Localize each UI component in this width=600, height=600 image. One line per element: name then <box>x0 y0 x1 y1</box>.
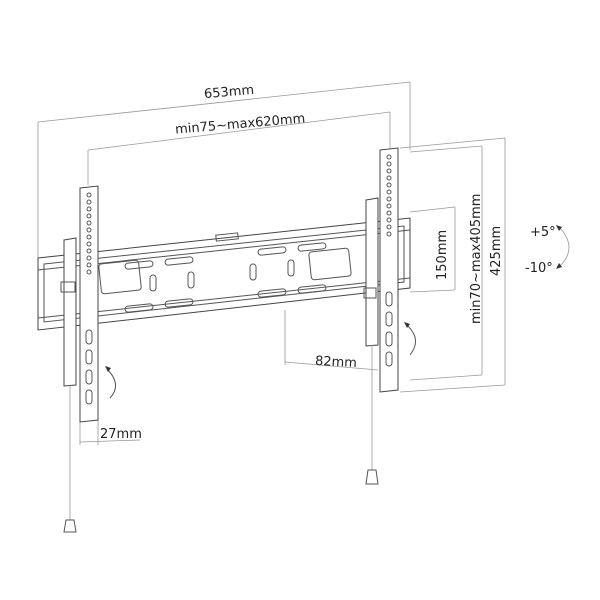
tilt-arrow-icon <box>556 225 570 269</box>
dimension-vertical <box>399 137 506 393</box>
right-bracket <box>363 147 416 485</box>
label-wall-distance: 82mm <box>314 353 358 372</box>
label-tilt-down: -10° <box>525 261 553 276</box>
wall-plate <box>37 217 411 331</box>
label-vesa-vertical: min70~max405mm <box>469 193 484 324</box>
left-bracket <box>60 185 116 533</box>
dimension-653 <box>37 81 411 260</box>
dimension-82 <box>284 310 379 371</box>
label-wall-plate-height: 150mm <box>435 229 450 280</box>
label-bracket-width: 27mm <box>100 427 142 442</box>
label-tilt-up: +5° <box>530 225 556 240</box>
label-overall-height: 425mm <box>489 225 504 276</box>
dimension-vesa-horizontal <box>87 111 391 185</box>
